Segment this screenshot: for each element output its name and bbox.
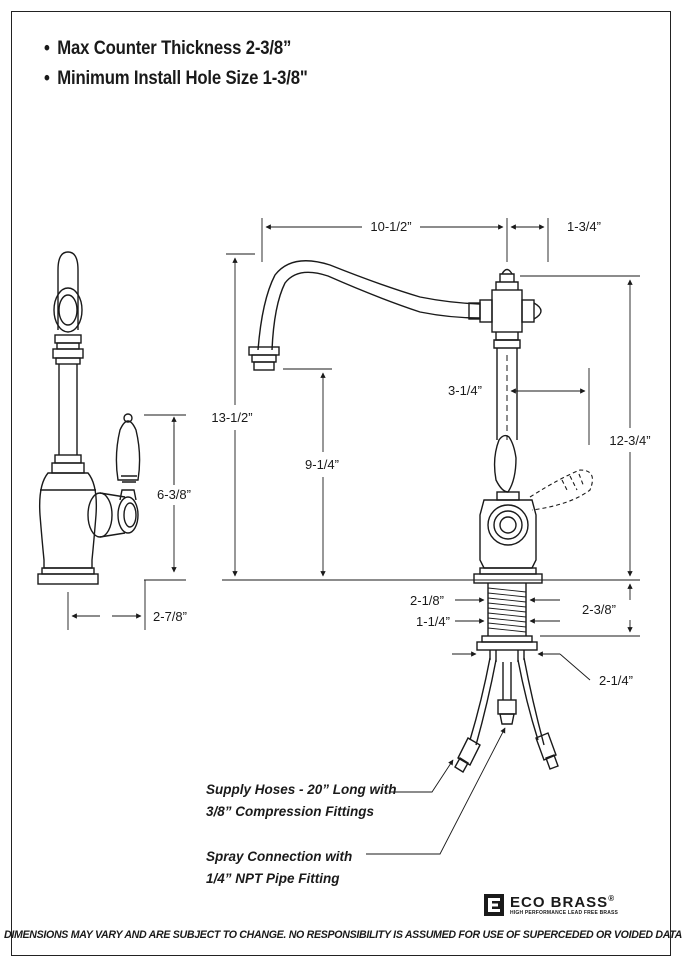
dim-handle-offset: 1-3/4”: [567, 219, 601, 234]
dim-spout-clearance: 9-1/4”: [305, 457, 339, 472]
note-supply-line2: 3/8” Compression Fittings: [206, 804, 375, 819]
dim-washer-size: 2-1/4”: [599, 673, 633, 688]
brand-registered: ®: [608, 894, 616, 903]
brand-tagline: HIGH PERFORMANCE LEAD FREE BRASS: [510, 910, 619, 916]
disclaimer: DIMENSIONS MAY VARY AND ARE SUBJECT TO C…: [3, 929, 683, 941]
spec-bullet: • Max Counter Thickness 2-3/8”: [44, 38, 292, 59]
dim-side-width: 2-7/8”: [153, 609, 187, 624]
side-view-faucet: [37, 251, 141, 585]
spec-counter-thickness: Max Counter Thickness 2-3/8”: [57, 38, 292, 59]
eco-brass-logo: ECO BRASS® HIGH PERFORMANCE LEAD FREE BR…: [483, 893, 643, 921]
drawing-border: [11, 11, 671, 956]
spec-install-hole: Minimum Install Hole Size 1-3/8": [57, 68, 308, 89]
dim-handle-reach: 3-1/4”: [448, 383, 482, 398]
dim-counter-thickness: 2-3/8”: [582, 602, 616, 617]
dim-side-height: 6-3/8”: [157, 487, 191, 502]
callout-notes: Supply Hoses - 20” Long with 3/8” Compre…: [206, 782, 397, 886]
dim-hole-size: 1-1/4”: [416, 614, 450, 629]
spec-bullet: • Minimum Install Hole Size 1-3/8": [44, 68, 308, 89]
dim-shank-width: 2-1/8”: [410, 593, 444, 608]
spec-bullets: • Max Counter Thickness 2-3/8” • Minimum…: [44, 34, 344, 94]
dimension-lines: [67, 218, 640, 855]
brand-name: ECO BRASS: [510, 894, 609, 911]
dim-top-height: 12-3/4”: [609, 433, 650, 448]
dim-total-height: 13-1/2”: [211, 410, 252, 425]
note-spray-line1: Spray Connection with: [206, 849, 352, 864]
dim-spout-reach: 10-1/2”: [370, 219, 411, 234]
front-view-faucet: [248, 260, 593, 773]
note-supply-line1: Supply Hoses - 20” Long with: [206, 782, 397, 797]
note-spray-line2: 1/4” NPT Pipe Fitting: [206, 871, 340, 886]
eco-brass-emblem-icon: [484, 894, 504, 916]
dimension-labels: 10-1/2” 1-3/4” 13-1/2” 9-1/4” 3-1/4” 12-…: [153, 219, 651, 688]
